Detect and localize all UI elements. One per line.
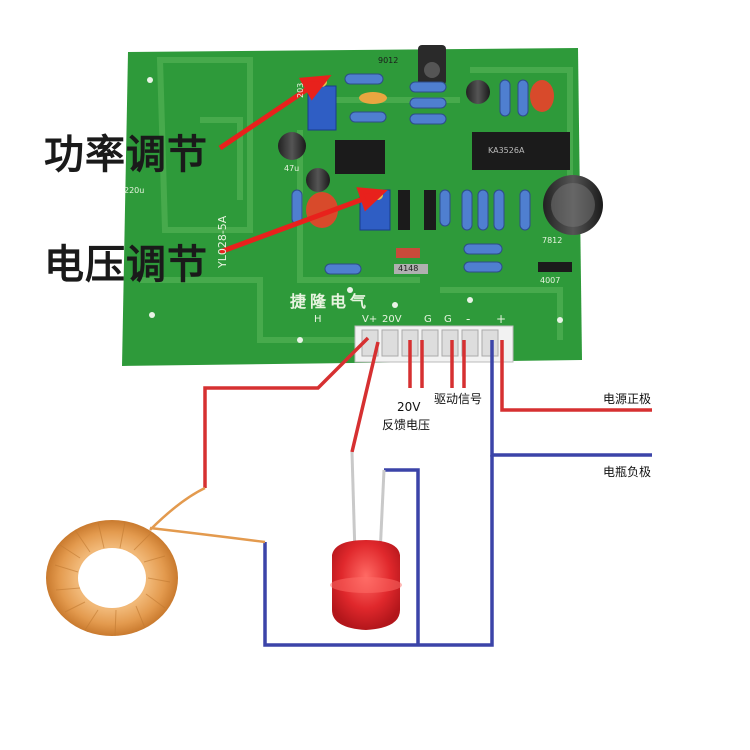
part-ic: KA3526A bbox=[488, 146, 525, 155]
part-cap-a: 220u bbox=[124, 186, 145, 195]
voltage-arrow-line bbox=[219, 195, 367, 255]
wires bbox=[203, 336, 652, 647]
pin-label-h: H bbox=[314, 314, 322, 325]
power-positive-label: 电源正极 bbox=[603, 392, 652, 406]
part-diode-small: 4148 bbox=[398, 264, 419, 273]
power-adjust-label: 功率调节 bbox=[44, 132, 208, 178]
led-return-wire bbox=[384, 468, 420, 645]
pin-label-20v: 20V bbox=[382, 314, 402, 325]
part-pot: 203 bbox=[296, 82, 305, 98]
pin-label-vplus: V+ bbox=[362, 314, 378, 325]
power-arrow-head bbox=[298, 75, 332, 101]
part-regulator: 7812 bbox=[542, 236, 563, 245]
part-transistor: 9012 bbox=[378, 56, 399, 65]
part-diode-rect: 4007 bbox=[540, 276, 561, 285]
power-positive-wire bbox=[500, 340, 652, 412]
adjust-arrows bbox=[218, 75, 388, 255]
ground-loop-wire bbox=[263, 455, 494, 647]
battery-negative-label: 电瓶负极 bbox=[603, 465, 652, 479]
pin-label-minus: - bbox=[466, 312, 471, 326]
drive-signal-label: 驱动信号 bbox=[434, 392, 483, 406]
red-led bbox=[330, 451, 402, 630]
pin-label-g2: G bbox=[444, 314, 452, 325]
voltage-adjust-label: 电压调节 bbox=[44, 242, 208, 288]
feedback-voltage-label-bottom: 反馈电压 bbox=[382, 418, 431, 432]
red-wire-coil bbox=[203, 336, 370, 488]
voltage-arrow-head bbox=[356, 187, 388, 212]
pcb-brand: 捷隆电气 bbox=[290, 292, 371, 311]
pin-label-plus: + bbox=[496, 312, 507, 326]
part-cap-b: 47u bbox=[284, 164, 300, 173]
feedback-voltage-label-top: 20V bbox=[397, 400, 421, 414]
power-arrow-line bbox=[218, 83, 314, 151]
pcb-model: YL028-5A bbox=[216, 215, 229, 268]
toroid-coil bbox=[46, 486, 266, 637]
pin-label-g1: G bbox=[424, 314, 432, 325]
red-wire-led bbox=[350, 341, 380, 453]
